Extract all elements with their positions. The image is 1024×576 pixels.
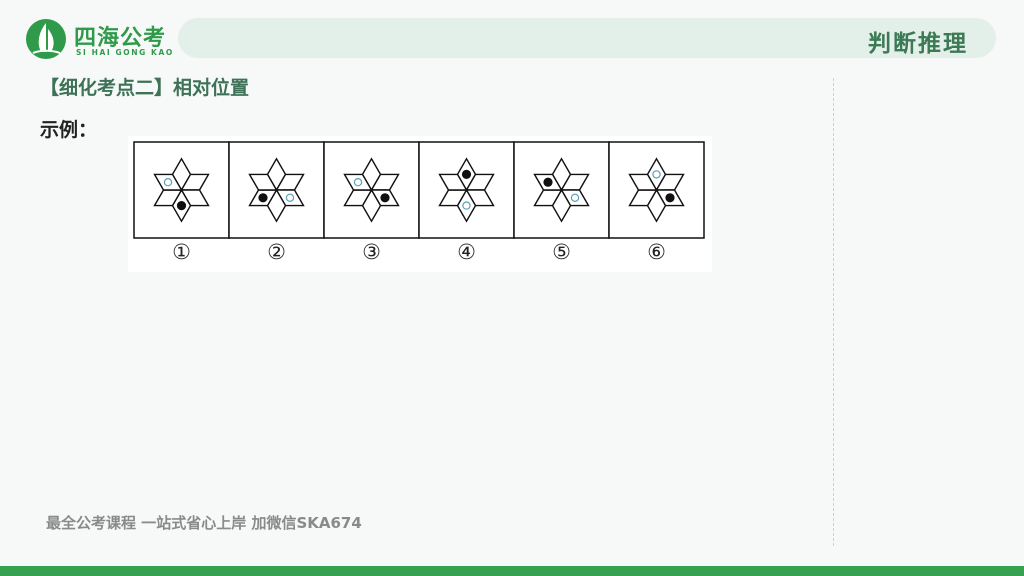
figure-number-label: ② <box>267 240 286 264</box>
filled-dot <box>461 169 472 180</box>
star-petal <box>248 173 278 191</box>
sail-logo-icon <box>26 19 66 59</box>
filled-dot <box>258 193 268 203</box>
section-title: 判断推理 <box>868 31 968 57</box>
brand-logo: 四海公考 SI HAI GONG KAO <box>24 17 174 61</box>
six-petal-star <box>628 157 685 223</box>
topic-heading: 【细化考点二】相对位置 <box>40 77 250 99</box>
figure-number-label: ⑥ <box>647 240 666 264</box>
star-petal <box>628 173 658 191</box>
example-label: 示例： <box>40 119 98 141</box>
hollow-dot <box>163 178 173 187</box>
figure-number-label: ④ <box>457 240 476 264</box>
filled-dot <box>665 193 675 203</box>
filled-dot <box>543 177 553 187</box>
logo-english-name: SI HAI GONG KAO <box>76 48 174 57</box>
logo-chinese-name: 四海公考 <box>74 26 167 51</box>
footer-promo-text: 最全公考课程 一站式省心上岸 加微信SKA674 <box>46 514 362 532</box>
figure-sequence-svg <box>133 141 705 239</box>
hollow-dot <box>462 201 471 210</box>
figure-number-label: ① <box>172 240 191 264</box>
figure-sequence: ① ② ③ ④ ⑤ ⑥ <box>128 136 712 272</box>
filled-dot <box>380 193 390 203</box>
hollow-dot <box>652 170 661 179</box>
filled-dot <box>176 200 187 211</box>
hollow-dot <box>353 178 363 187</box>
header-bar <box>178 18 996 58</box>
hollow-dot <box>570 193 580 202</box>
vertical-divider <box>833 78 834 546</box>
figure-number-label: ⑤ <box>552 240 571 264</box>
star-petal <box>438 173 468 191</box>
hollow-dot <box>285 193 295 202</box>
figure-number-label: ③ <box>362 240 381 264</box>
bottom-accent-bar <box>0 566 1024 576</box>
